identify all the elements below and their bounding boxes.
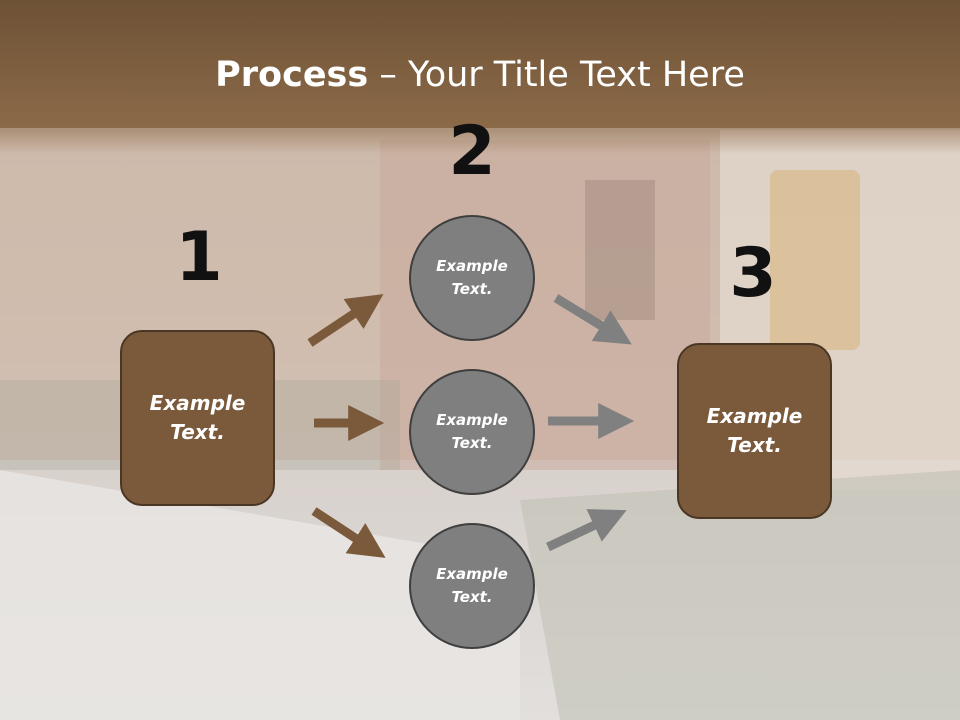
title-rest: – Your Title Text Here — [368, 55, 745, 95]
circle-top-line2: Text. — [451, 280, 493, 298]
circle-middle-line2: Text. — [451, 434, 493, 452]
circle-bottom-line2: Text. — [451, 588, 493, 606]
right-box-line1: Example — [706, 404, 803, 428]
circle-bottom-line1: Example — [436, 565, 508, 583]
gray-arrow-bottom — [546, 509, 627, 552]
left-box-line1: Example — [149, 391, 246, 415]
left-box-line2: Text. — [170, 420, 225, 444]
title-fade — [0, 128, 960, 154]
gray-arrow-top — [553, 294, 632, 345]
circle-top-line1: Example — [436, 257, 508, 275]
circle-middle-line1: Example — [436, 411, 508, 429]
step-number-3: 3 — [729, 234, 777, 313]
brown-arrow-up — [307, 294, 384, 347]
title-bold: Process — [215, 55, 369, 95]
title-bar — [0, 0, 960, 128]
brown-arrow-down — [311, 507, 386, 558]
step-number-2: 2 — [448, 112, 496, 191]
step-number-1: 1 — [175, 218, 223, 297]
right-box-line2: Text. — [727, 433, 782, 457]
slide-title: Process – Your Title Text Here — [0, 52, 960, 98]
